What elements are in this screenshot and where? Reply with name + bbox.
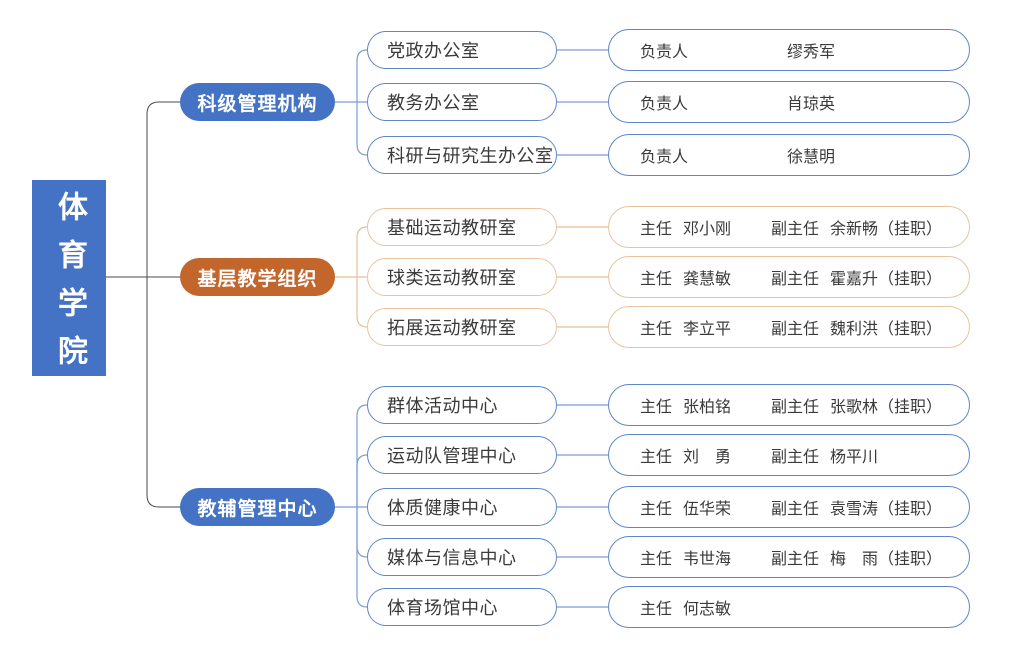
branch-node-label: 科级管理机构 [197, 93, 318, 115]
detail-node: 主任 李立平 副主任 魏利洪（挂职） [608, 306, 970, 348]
person-name: 张柏铭 [683, 399, 732, 416]
child-node: 基础运动教研室 [367, 208, 557, 246]
role-label: 主任 [640, 221, 673, 238]
child-node-label: 体育场馆中心 [387, 598, 498, 618]
person-name: 杨平川 [830, 449, 879, 466]
child-node: 党政办公室 [367, 31, 557, 69]
role-label: 主任 [640, 271, 673, 288]
child-node-label: 教务办公室 [387, 93, 480, 113]
detail-node: 主任 韦世海 副主任 梅 雨（挂职） [608, 536, 970, 578]
branch-node-label: 基层教学组织 [197, 268, 318, 290]
role-label: 主任 [640, 399, 673, 416]
branch-node-jiaofu: 教辅管理中心 [180, 488, 335, 526]
child-node-label: 群体活动中心 [387, 396, 498, 416]
person-name: 邓小刚 [683, 221, 732, 238]
detail-node: 主任 何志敏 [608, 586, 970, 628]
role-label: 主任 [640, 601, 673, 618]
branch2-connectors [335, 226, 608, 328]
role-label: 副主任 [771, 321, 820, 338]
role-label: 副主任 [771, 399, 820, 416]
detail-node: 负责人 肖琼英 [608, 81, 970, 123]
child-node: 媒体与信息中心 [367, 538, 557, 576]
child-node-label: 拓展运动教研室 [387, 318, 517, 338]
child-node: 体育场馆中心 [367, 588, 557, 626]
person-name: 霍嘉升（挂职） [830, 271, 943, 288]
child-node-label: 媒体与信息中心 [387, 548, 517, 568]
branch-node-label: 教辅管理中心 [197, 498, 318, 520]
detail-node: 负责人 缪秀军 [608, 29, 970, 71]
role-label: 主任 [640, 501, 673, 518]
role-label: 副主任 [771, 551, 820, 568]
branch1-connectors [335, 49, 608, 156]
role-label: 副主任 [771, 501, 820, 518]
root-node-label: 体育学院 [53, 191, 86, 383]
child-node: 体质健康中心 [367, 488, 557, 526]
person-name: 张歌林（挂职） [830, 399, 943, 416]
person-name: 缪秀军 [787, 44, 836, 61]
detail-node: 负责人 徐慧明 [608, 134, 970, 176]
person-name: 何志敏 [683, 601, 732, 618]
child-node: 运动队管理中心 [367, 436, 557, 474]
person-name: 梅 雨（挂职） [830, 551, 943, 568]
role-label: 主任 [640, 551, 673, 568]
child-node-label: 体质健康中心 [387, 498, 498, 518]
person-name: 刘 勇 [683, 449, 732, 466]
root-node: 体育学院 [32, 180, 106, 383]
child-node-label: 球类运动教研室 [387, 268, 517, 288]
person-name: 徐慧明 [787, 149, 836, 166]
detail-node: 主任 伍华荣 副主任 袁雪涛（挂职） [608, 486, 970, 528]
child-node: 拓展运动教研室 [367, 308, 557, 346]
role-label: 副主任 [771, 271, 820, 288]
role-label: 副主任 [771, 449, 820, 466]
child-node: 教务办公室 [367, 83, 557, 121]
child-node: 科研与研究生办公室 [367, 136, 557, 174]
branch-node-keji: 科级管理机构 [180, 83, 335, 121]
detail-node: 主任 龚慧敏 副主任 霍嘉升（挂职） [608, 256, 970, 298]
person-name: 伍华荣 [683, 501, 732, 518]
child-node: 球类运动教研室 [367, 258, 557, 296]
person-name: 韦世海 [683, 551, 732, 568]
role-label: 主任 [640, 321, 673, 338]
person-name: 魏利洪（挂职） [830, 321, 943, 338]
role-label: 负责人 [640, 44, 689, 61]
person-name: 李立平 [683, 321, 732, 338]
detail-node: 主任 张柏铭 副主任 张歌林（挂职） [608, 384, 970, 426]
branch-node-jiceng: 基层教学组织 [180, 258, 335, 296]
role-label: 负责人 [640, 149, 689, 166]
person-name: 余新畅（挂职） [830, 221, 943, 238]
role-label: 主任 [640, 449, 673, 466]
detail-node: 主任 邓小刚 副主任 余新畅（挂职） [608, 206, 970, 248]
person-name: 肖琼英 [787, 96, 836, 113]
child-node-label: 运动队管理中心 [387, 446, 517, 466]
root-connectors [106, 101, 181, 508]
person-name: 袁雪涛（挂职） [830, 501, 943, 518]
role-label: 副主任 [771, 221, 820, 238]
role-label: 负责人 [640, 96, 689, 113]
child-node-label: 党政办公室 [387, 41, 480, 61]
child-node: 群体活动中心 [367, 386, 557, 424]
branch3-connectors [335, 404, 608, 608]
child-node-label: 基础运动教研室 [387, 218, 517, 238]
detail-node: 主任 刘 勇 副主任 杨平川 [608, 434, 970, 476]
person-name: 龚慧敏 [683, 271, 732, 288]
child-node-label: 科研与研究生办公室 [387, 146, 554, 166]
